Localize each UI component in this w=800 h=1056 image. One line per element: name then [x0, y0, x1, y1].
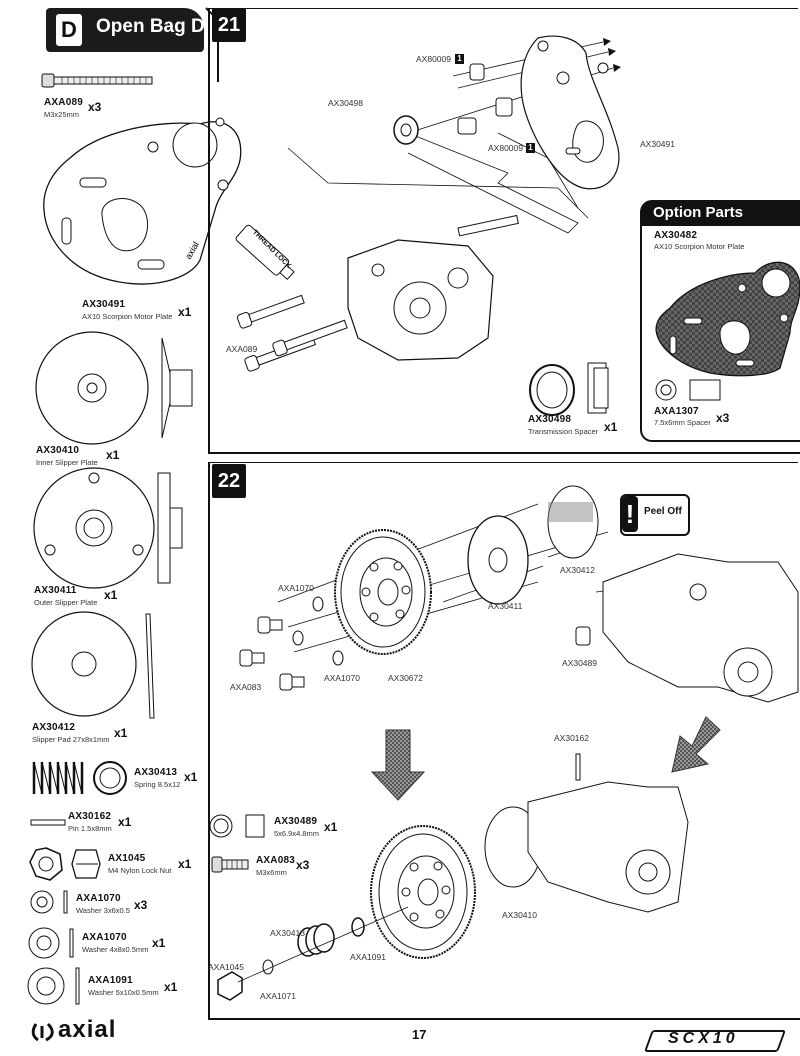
- part-qty-ax30491: x1: [178, 305, 192, 319]
- option-part2-code: AXA1307: [654, 406, 699, 417]
- part-desc-ax30412: Slipper Pad 27x8x1mm: [32, 735, 110, 744]
- part-desc-ax30491: AX10 Scorpion Motor Plate: [82, 312, 173, 321]
- option-parts-title: Option Parts: [641, 201, 800, 226]
- callout-badge-top: 1: [455, 54, 464, 64]
- label-ax30498: AX30498: [328, 98, 363, 108]
- part-code-axa089: AXA089: [44, 97, 83, 108]
- label-ax80009-top: AX80009: [416, 54, 451, 64]
- part-code-axa1070-b: AXA1070: [82, 932, 127, 943]
- label-axa1070-a: AXA1070: [278, 583, 314, 593]
- part-code-ax1045: AX1045: [108, 853, 146, 864]
- part-desc-ax30498-step: Transmission Spacer: [528, 427, 599, 436]
- part-qty-ax30410: x1: [106, 448, 120, 462]
- part-qty-axa1070-b: x1: [152, 936, 166, 950]
- part-desc-ax30410: Inner Slipper Plate: [36, 458, 98, 467]
- label-ax80009-mid: AX80009: [488, 143, 523, 153]
- part-code-ax30412: AX30412: [32, 722, 76, 733]
- bag-letter-badge: D: [56, 14, 82, 46]
- option-part1-desc: AX10 Scorpion Motor Plate: [654, 242, 745, 251]
- part-code-ax30410: AX30410: [36, 445, 80, 456]
- part-desc-ax30489: 5x6.9x4.8mm: [274, 829, 320, 838]
- label-ax30162: AX30162: [554, 733, 589, 743]
- spring-icon: [32, 761, 127, 795]
- lock-nut-icon: [29, 847, 101, 881]
- label-axa089: AXA089: [226, 344, 258, 354]
- label-axa083-step: AXA083: [230, 682, 262, 692]
- axial-logo-text: axial: [58, 1016, 117, 1043]
- label-ax30410: AX30410: [502, 910, 537, 920]
- spacer-5x6-icon: [209, 814, 265, 838]
- slipper-pad-icon: [31, 611, 155, 719]
- peel-off-text: Peel Off: [644, 506, 682, 517]
- pin-icon: [30, 819, 66, 826]
- screw-m3x6-icon: [211, 856, 249, 873]
- step-22-top-rule: [208, 462, 798, 463]
- label-axa1070-b: AXA1070: [324, 673, 360, 683]
- screw-m3x25-icon: [41, 73, 153, 88]
- label-ax30491: AX30491: [640, 139, 675, 149]
- part-code-axa083: AXA083: [256, 855, 295, 866]
- part-code-ax30489: AX30489: [274, 816, 318, 827]
- part-qty-axa1091: x1: [164, 980, 178, 994]
- part-qty-ax30498-step: x1: [604, 420, 618, 434]
- step-21-panel: [208, 8, 800, 454]
- part-desc-axa089: M3x25mm: [44, 110, 80, 119]
- step-21-number: 21: [212, 8, 246, 42]
- part-qty-ax1045: x1: [178, 857, 192, 871]
- option-part1-code: AX30482: [654, 230, 698, 241]
- callout-badge-mid: 1: [526, 143, 535, 153]
- part-desc-axa1070-b: Washer 4x8x0.5mm: [82, 945, 149, 954]
- part-desc-ax30413: Spring 8.5x12: [134, 780, 181, 789]
- label-ax30413: AX30413: [270, 928, 305, 938]
- label-axa1045: AXA1045: [208, 962, 244, 972]
- part-desc-axa1070-a: Washer 3x6x0.5: [76, 906, 130, 915]
- scx10-brand-text: SCX10: [668, 1030, 739, 1047]
- option-part2-desc: 7.5x6mm Spacer: [654, 418, 711, 427]
- part-desc-ax30162: Pin 1.5x8mm: [68, 824, 112, 833]
- label-ax30412: AX30412: [560, 565, 595, 575]
- label-ax30489: AX30489: [562, 658, 597, 668]
- page-number: 17: [412, 1027, 427, 1042]
- part-desc-ax1045: M4 Nylon Lock Nut: [108, 866, 172, 875]
- step-22-drawing: [217, 485, 799, 1001]
- part-qty-ax30162: x1: [118, 815, 132, 829]
- step-21-drawing: [235, 35, 621, 416]
- washer-5x10-icon: [27, 967, 80, 1005]
- part-desc-axa1091: Washer 5x10x0.5mm: [88, 988, 159, 997]
- part-code-axa1070-a: AXA1070: [76, 893, 121, 904]
- carbon-motor-plate-icon: [655, 261, 800, 377]
- part-qty-ax30411: x1: [104, 588, 118, 602]
- part-code-ax30498-step: AX30498: [528, 414, 572, 425]
- step-22-panel: [208, 462, 800, 1020]
- washer-3x6-icon: [30, 890, 68, 914]
- part-qty-axa083: x3: [296, 858, 310, 872]
- part-qty-axa089: x3: [88, 100, 102, 114]
- label-ax30672: AX30672: [388, 673, 423, 683]
- part-desc-ax30411: Outer Slipper Plate: [34, 598, 98, 607]
- option-part2-qty: x3: [716, 411, 730, 425]
- part-code-ax30162: AX30162: [68, 811, 112, 822]
- part-qty-axa1070-a: x3: [134, 898, 148, 912]
- part-code-ax30491: AX30491: [82, 299, 126, 310]
- label-axa1091: AXA1091: [350, 952, 386, 962]
- part-code-axa1091: AXA1091: [88, 975, 133, 986]
- label-ax30411: AX30411: [488, 601, 523, 611]
- part-desc-axa083: M3x6mm: [256, 868, 287, 877]
- part-qty-ax30413: x1: [184, 770, 198, 784]
- washer-4x8-icon: [28, 927, 74, 959]
- option-spacer-icon: [655, 379, 721, 401]
- step-22-number: 22: [212, 464, 246, 498]
- inner-slipper-plate-icon: [35, 331, 193, 445]
- outer-slipper-plate-icon: [33, 467, 183, 589]
- part-qty-ax30489: x1: [324, 820, 338, 834]
- axial-logo-icon: [31, 1022, 54, 1042]
- part-qty-ax30412: x1: [114, 726, 128, 740]
- motor-plate-icon: axial: [43, 117, 242, 285]
- warning-icon: !: [622, 496, 638, 532]
- label-axa1071: AXA1071: [260, 991, 296, 1001]
- part-code-ax30411: AX30411: [34, 585, 77, 596]
- bag-title: Open Bag D: [96, 16, 205, 37]
- part-code-ax30413: AX30413: [134, 767, 178, 778]
- step-21-top-rule: [208, 8, 798, 9]
